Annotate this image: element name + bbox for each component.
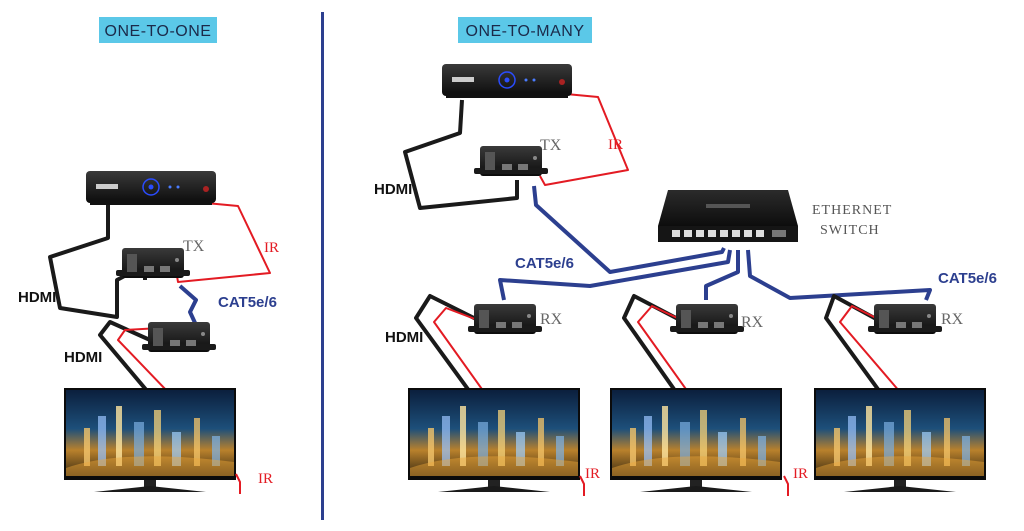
rx2-hdmi-cable xyxy=(622,294,681,394)
set-top-box-icon xyxy=(85,170,217,206)
left-section: ONE-TO-ONE TX IR HDMI CAT5e/6 HDMI IR xyxy=(18,17,279,494)
section-divider xyxy=(321,12,324,520)
rx3-hdmi-cable xyxy=(824,294,882,394)
left-ir-label-bottom: IR xyxy=(258,471,273,487)
rx2-ir-sensor xyxy=(783,475,789,496)
left-title: ONE-TO-ONE xyxy=(105,23,212,40)
tv-icon xyxy=(408,388,580,492)
ethernet-switch-icon xyxy=(658,190,798,242)
right-title: ONE-TO-MANY xyxy=(466,23,585,40)
tx-extender-icon xyxy=(474,146,548,176)
set-top-box-icon xyxy=(441,63,573,99)
right-ir-cable-top xyxy=(539,93,629,186)
rx-extender-icon xyxy=(142,322,216,352)
right-cat-tx-switch xyxy=(532,185,726,274)
right-title-bg xyxy=(458,17,592,43)
right-cat-switch-rx2 xyxy=(704,250,740,300)
rx2-label: RX xyxy=(741,314,764,331)
rx-extender-icon xyxy=(468,304,542,334)
left-hdmi-label-top: HDMI xyxy=(18,289,56,306)
rx-extender-icon xyxy=(868,304,942,334)
right-hdmi-label-rx: HDMI xyxy=(385,329,423,346)
tv-icon xyxy=(814,388,986,492)
tv-icon xyxy=(610,388,782,492)
tx-extender-icon xyxy=(116,248,190,278)
left-ir-sensor xyxy=(235,473,241,494)
rx1-hdmi-cable xyxy=(414,294,479,394)
right-ir-label-top: IR xyxy=(608,137,623,153)
left-ir-cable-top xyxy=(175,202,271,283)
right-cat-switch-rx3 xyxy=(746,249,932,301)
left-ir-label-top: IR xyxy=(264,240,279,256)
right-cat-switch-rx1 xyxy=(498,249,732,301)
left-cat-label: CAT5e/6 xyxy=(218,294,277,311)
rx1-ir-label: IR xyxy=(585,466,600,482)
right-cat-label-left: CAT5e/6 xyxy=(515,255,574,272)
switch-label-line1: ETHERNET xyxy=(812,203,892,218)
left-ir-cable-bottom xyxy=(117,327,169,393)
right-section: ONE-TO-MANY xyxy=(374,17,997,496)
rx1-label: RX xyxy=(540,311,563,328)
left-tx-label: TX xyxy=(183,238,205,255)
rx2-ir-cable xyxy=(637,305,691,393)
rx-extender-icon xyxy=(670,304,744,334)
tv-icon xyxy=(64,388,236,492)
rx3-ir-cable xyxy=(839,305,901,393)
rx2-ir-label: IR xyxy=(793,466,808,482)
rx1-ir-cable xyxy=(433,307,489,393)
right-hdmi-cable-top xyxy=(403,99,519,210)
left-hdmi-cable-bottom xyxy=(98,320,151,394)
right-tx-label: TX xyxy=(540,137,562,154)
switch-label-line2: SWITCH xyxy=(820,223,880,238)
rx1-ir-sensor xyxy=(579,475,585,496)
rx3-label: RX xyxy=(941,311,964,328)
right-hdmi-label-top: HDMI xyxy=(374,181,412,198)
left-hdmi-label-bottom: HDMI xyxy=(64,349,102,366)
left-title-bg xyxy=(99,17,217,43)
left-cat-cable xyxy=(178,284,198,326)
right-cat-label-right: CAT5e/6 xyxy=(938,270,997,287)
